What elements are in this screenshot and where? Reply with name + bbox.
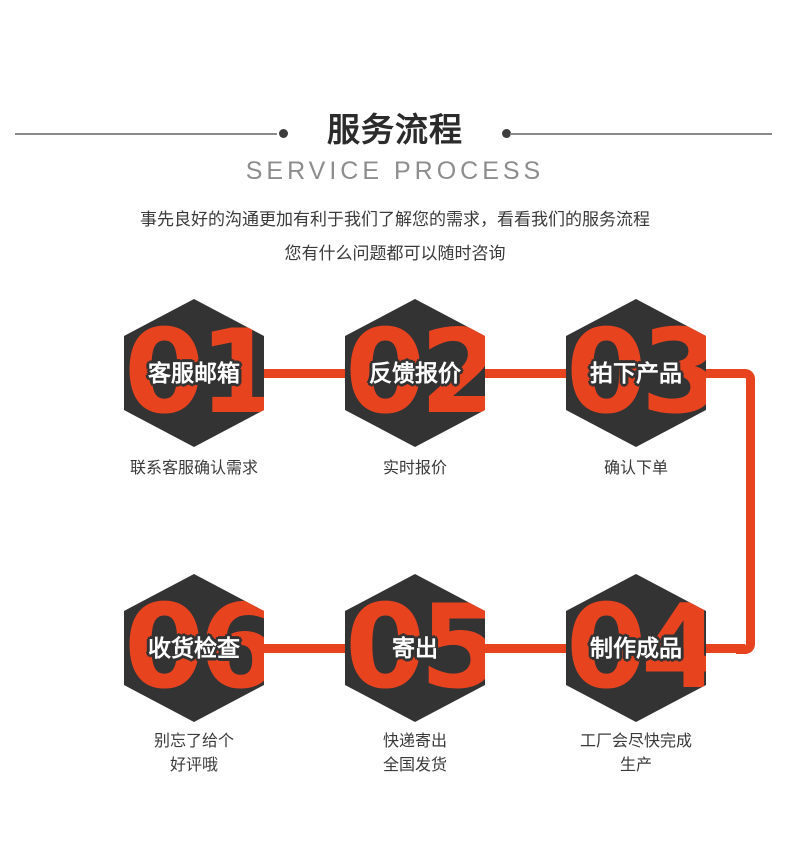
step-hexagon-06[interactable]: 06 bbox=[124, 574, 264, 722]
step-number-02: 02 bbox=[345, 305, 485, 440]
step-number-01: 01 bbox=[124, 305, 264, 440]
step-label-03: 拍下产品 bbox=[590, 360, 682, 386]
step-caption-04: 工厂会尽快完成 生产 bbox=[579, 733, 692, 774]
description-line-2: 您有什么问题都可以随时咨询 bbox=[284, 244, 506, 263]
connector-03-to-wrap bbox=[700, 369, 745, 378]
step-label-wrap-05: 寄出 bbox=[345, 574, 485, 722]
connector-05-to-06 bbox=[258, 644, 362, 653]
step-number-03: 03 bbox=[566, 305, 706, 440]
header-dot-left bbox=[279, 129, 288, 138]
step-label-wrap-01: 客服邮箱 bbox=[124, 299, 264, 447]
connector-02-to-03 bbox=[479, 369, 583, 378]
step-number-04: 04 bbox=[566, 580, 706, 715]
header-rule-right bbox=[510, 133, 772, 135]
step-caption-01: 联系客服确认需求 bbox=[129, 460, 258, 477]
step-label-05: 寄出 bbox=[392, 635, 438, 661]
connector-wrap-to-04 bbox=[700, 644, 745, 653]
step-label-wrap-03: 拍下产品 bbox=[566, 299, 706, 447]
step-caption-06: 别忘了给个 好评哦 bbox=[153, 733, 234, 774]
connector-04-to-05 bbox=[479, 644, 583, 653]
step-number-06: 06 bbox=[124, 580, 264, 715]
header-dot-right bbox=[502, 129, 511, 138]
connector-elbow-bottom-right bbox=[736, 635, 755, 654]
step-label-06: 收货检查 bbox=[148, 635, 240, 661]
header-rule-left bbox=[15, 133, 277, 135]
page-title: 服务流程 bbox=[327, 111, 463, 148]
step-label-04: 制作成品 bbox=[590, 635, 682, 661]
page-subtitle: SERVICE PROCESS bbox=[245, 157, 545, 185]
step-label-wrap-02: 反馈报价 bbox=[345, 299, 485, 447]
step-hexagon-04[interactable]: 04 bbox=[566, 574, 706, 722]
step-label-02: 反馈报价 bbox=[369, 360, 461, 386]
description-line-1: 事先良好的沟通更加有利于我们了解您的需求，看看我们的服务流程 bbox=[140, 210, 650, 229]
step-caption-03: 确认下单 bbox=[603, 460, 668, 477]
step-caption-02: 实时报价 bbox=[382, 460, 447, 477]
connector-vertical-right bbox=[746, 378, 755, 644]
step-hexagon-05[interactable]: 05 bbox=[345, 574, 485, 722]
step-label-wrap-06: 收货检查 bbox=[124, 574, 264, 722]
step-label-wrap-04: 制作成品 bbox=[566, 574, 706, 722]
connector-01-to-02 bbox=[258, 369, 362, 378]
step-number-05: 05 bbox=[345, 580, 485, 715]
step-caption-05: 快递寄出 全国发货 bbox=[382, 733, 447, 774]
step-label-01: 客服邮箱 bbox=[148, 360, 240, 386]
